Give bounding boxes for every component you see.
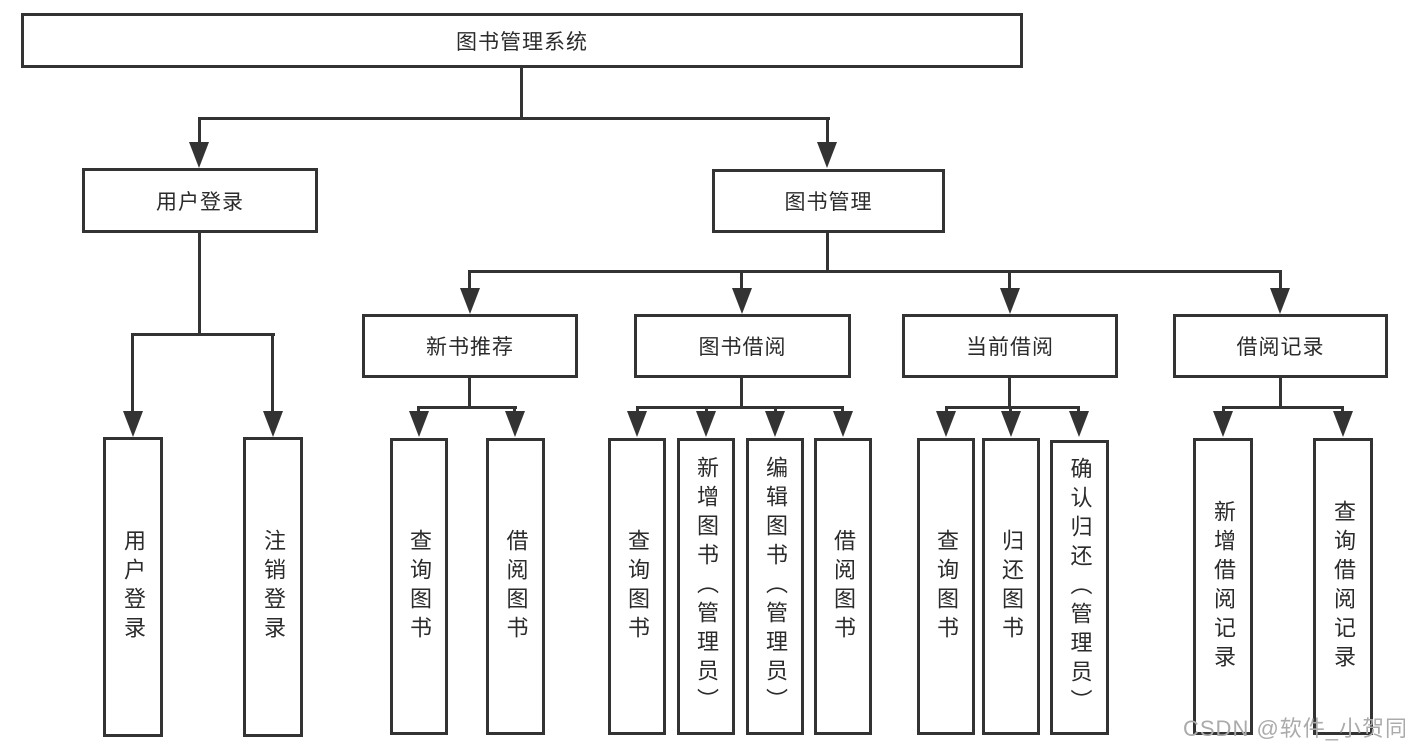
connector-stem [1008, 270, 1011, 290]
arrowhead-icon [505, 411, 525, 437]
arrowhead-icon [1270, 288, 1290, 314]
leaf-label: 新增图书（管理员） [694, 456, 719, 717]
connector-borrowrecord-split [1222, 406, 1344, 409]
connector-bookborrow-drop [740, 378, 743, 409]
leaf-label: 注销登录 [261, 529, 286, 645]
node-user-login: 用户登录 [82, 168, 318, 233]
arrowhead-icon [189, 142, 209, 168]
connector-userlogin-drop [198, 233, 201, 336]
leaf-label: 查询借阅记录 [1331, 499, 1356, 674]
connector-stem [1341, 406, 1344, 414]
node-label: 图书管理系统 [456, 30, 588, 54]
leaf-label: 确认归还（管理员） [1067, 457, 1093, 718]
connector-stem [1077, 406, 1080, 414]
arrowhead-icon [936, 411, 956, 437]
node-library-management-system: 图书管理系统 [21, 13, 1023, 68]
arrowhead-icon [1001, 411, 1021, 437]
leaf-label: 查询图书 [934, 528, 959, 645]
connector-newbook-drop [468, 378, 471, 409]
leaf-add-borrow-record: 新增借阅记录 [1193, 438, 1253, 735]
arrowhead-icon [817, 142, 837, 168]
arrowhead-icon [409, 411, 429, 437]
leaf-query-books: 查询图书 [917, 438, 975, 735]
arrowhead-icon [732, 288, 752, 314]
connector-stem [468, 270, 471, 290]
arrowhead-icon [833, 411, 853, 437]
connector-bookmgmt-split [468, 270, 1282, 273]
node-borrow-record: 借阅记录 [1173, 314, 1388, 378]
leaf-label: 查询图书 [407, 528, 432, 645]
node-current-borrow: 当前借阅 [902, 314, 1118, 378]
connector-currentborrow-drop [1008, 378, 1011, 409]
arrowhead-icon [1213, 411, 1233, 437]
leaf-label: 归还图书 [999, 528, 1024, 645]
arrowhead-icon [263, 411, 283, 437]
leaf-borrow-books: 借阅图书 [814, 438, 872, 735]
arrowhead-icon [460, 288, 480, 314]
connector-stem [271, 333, 274, 413]
arrowhead-icon [627, 411, 647, 437]
leaf-label: 编辑图书（管理员） [763, 456, 788, 717]
connector-userlogin-split [131, 333, 275, 336]
leaf-label: 借阅图书 [831, 528, 856, 645]
node-label: 图书借阅 [698, 336, 787, 359]
node-book-management: 图书管理 [712, 169, 945, 233]
connector-bookmgmt-drop [826, 233, 829, 273]
leaf-label: 查询图书 [625, 528, 650, 645]
leaf-query-books: 查询图书 [390, 438, 448, 735]
arrowhead-icon [765, 411, 785, 437]
connector-stem [417, 406, 420, 414]
connector-root-split [198, 117, 830, 120]
node-book-borrow: 图书借阅 [634, 314, 851, 378]
arrowhead-icon [1333, 411, 1353, 437]
node-label: 当前借阅 [966, 336, 1054, 359]
csdn-watermark: CSDN @软件_小贺同学 [1183, 716, 1405, 741]
leaf-edit-books-admin: 编辑图书（管理员） [746, 438, 804, 735]
connector-currentborrow-split [945, 406, 1080, 409]
connector-stem [198, 117, 201, 144]
connector-stem [131, 333, 134, 413]
connector-stem [513, 406, 516, 414]
connector-stem [705, 406, 708, 414]
connector-stem [774, 406, 777, 414]
arrowhead-icon [1069, 411, 1089, 437]
arrowhead-icon [123, 411, 143, 437]
connector-stem [1279, 270, 1282, 290]
leaf-label: 借阅图书 [503, 528, 529, 645]
leaf-label: 用户登录 [121, 529, 146, 645]
connector-bookborrow-split [636, 406, 844, 409]
leaf-user-login: 用户登录 [103, 437, 163, 737]
connector-stem [740, 270, 743, 290]
connector-stem [826, 117, 829, 144]
leaf-add-books-admin: 新增图书（管理员） [677, 438, 735, 735]
connector-stem [945, 406, 948, 414]
leaf-query-books: 查询图书 [608, 438, 666, 735]
leaf-return-books: 归还图书 [982, 438, 1040, 735]
connector-stem [841, 406, 844, 414]
node-new-book-recommend: 新书推荐 [362, 314, 578, 378]
node-label: 借阅记录 [1236, 336, 1325, 359]
arrowhead-icon [696, 411, 716, 437]
connector-root-drop [520, 68, 523, 120]
node-label: 用户登录 [156, 190, 244, 214]
connector-stem [636, 406, 639, 414]
leaf-borrow-books: 借阅图书 [486, 438, 545, 735]
leaf-query-borrow-record: 查询借阅记录 [1313, 438, 1373, 735]
connector-borrowrecord-drop [1279, 378, 1282, 409]
connector-stem [1222, 406, 1225, 414]
connector-newbook-split [417, 406, 517, 409]
leaf-label: 新增借阅记录 [1211, 499, 1236, 674]
arrowhead-icon [1000, 288, 1020, 314]
node-label: 新书推荐 [426, 336, 514, 359]
node-label: 图书管理 [784, 191, 873, 214]
leaf-confirm-return-admin: 确认归还（管理员） [1050, 440, 1109, 735]
connector-stem [1009, 406, 1012, 414]
leaf-logout: 注销登录 [243, 437, 303, 737]
